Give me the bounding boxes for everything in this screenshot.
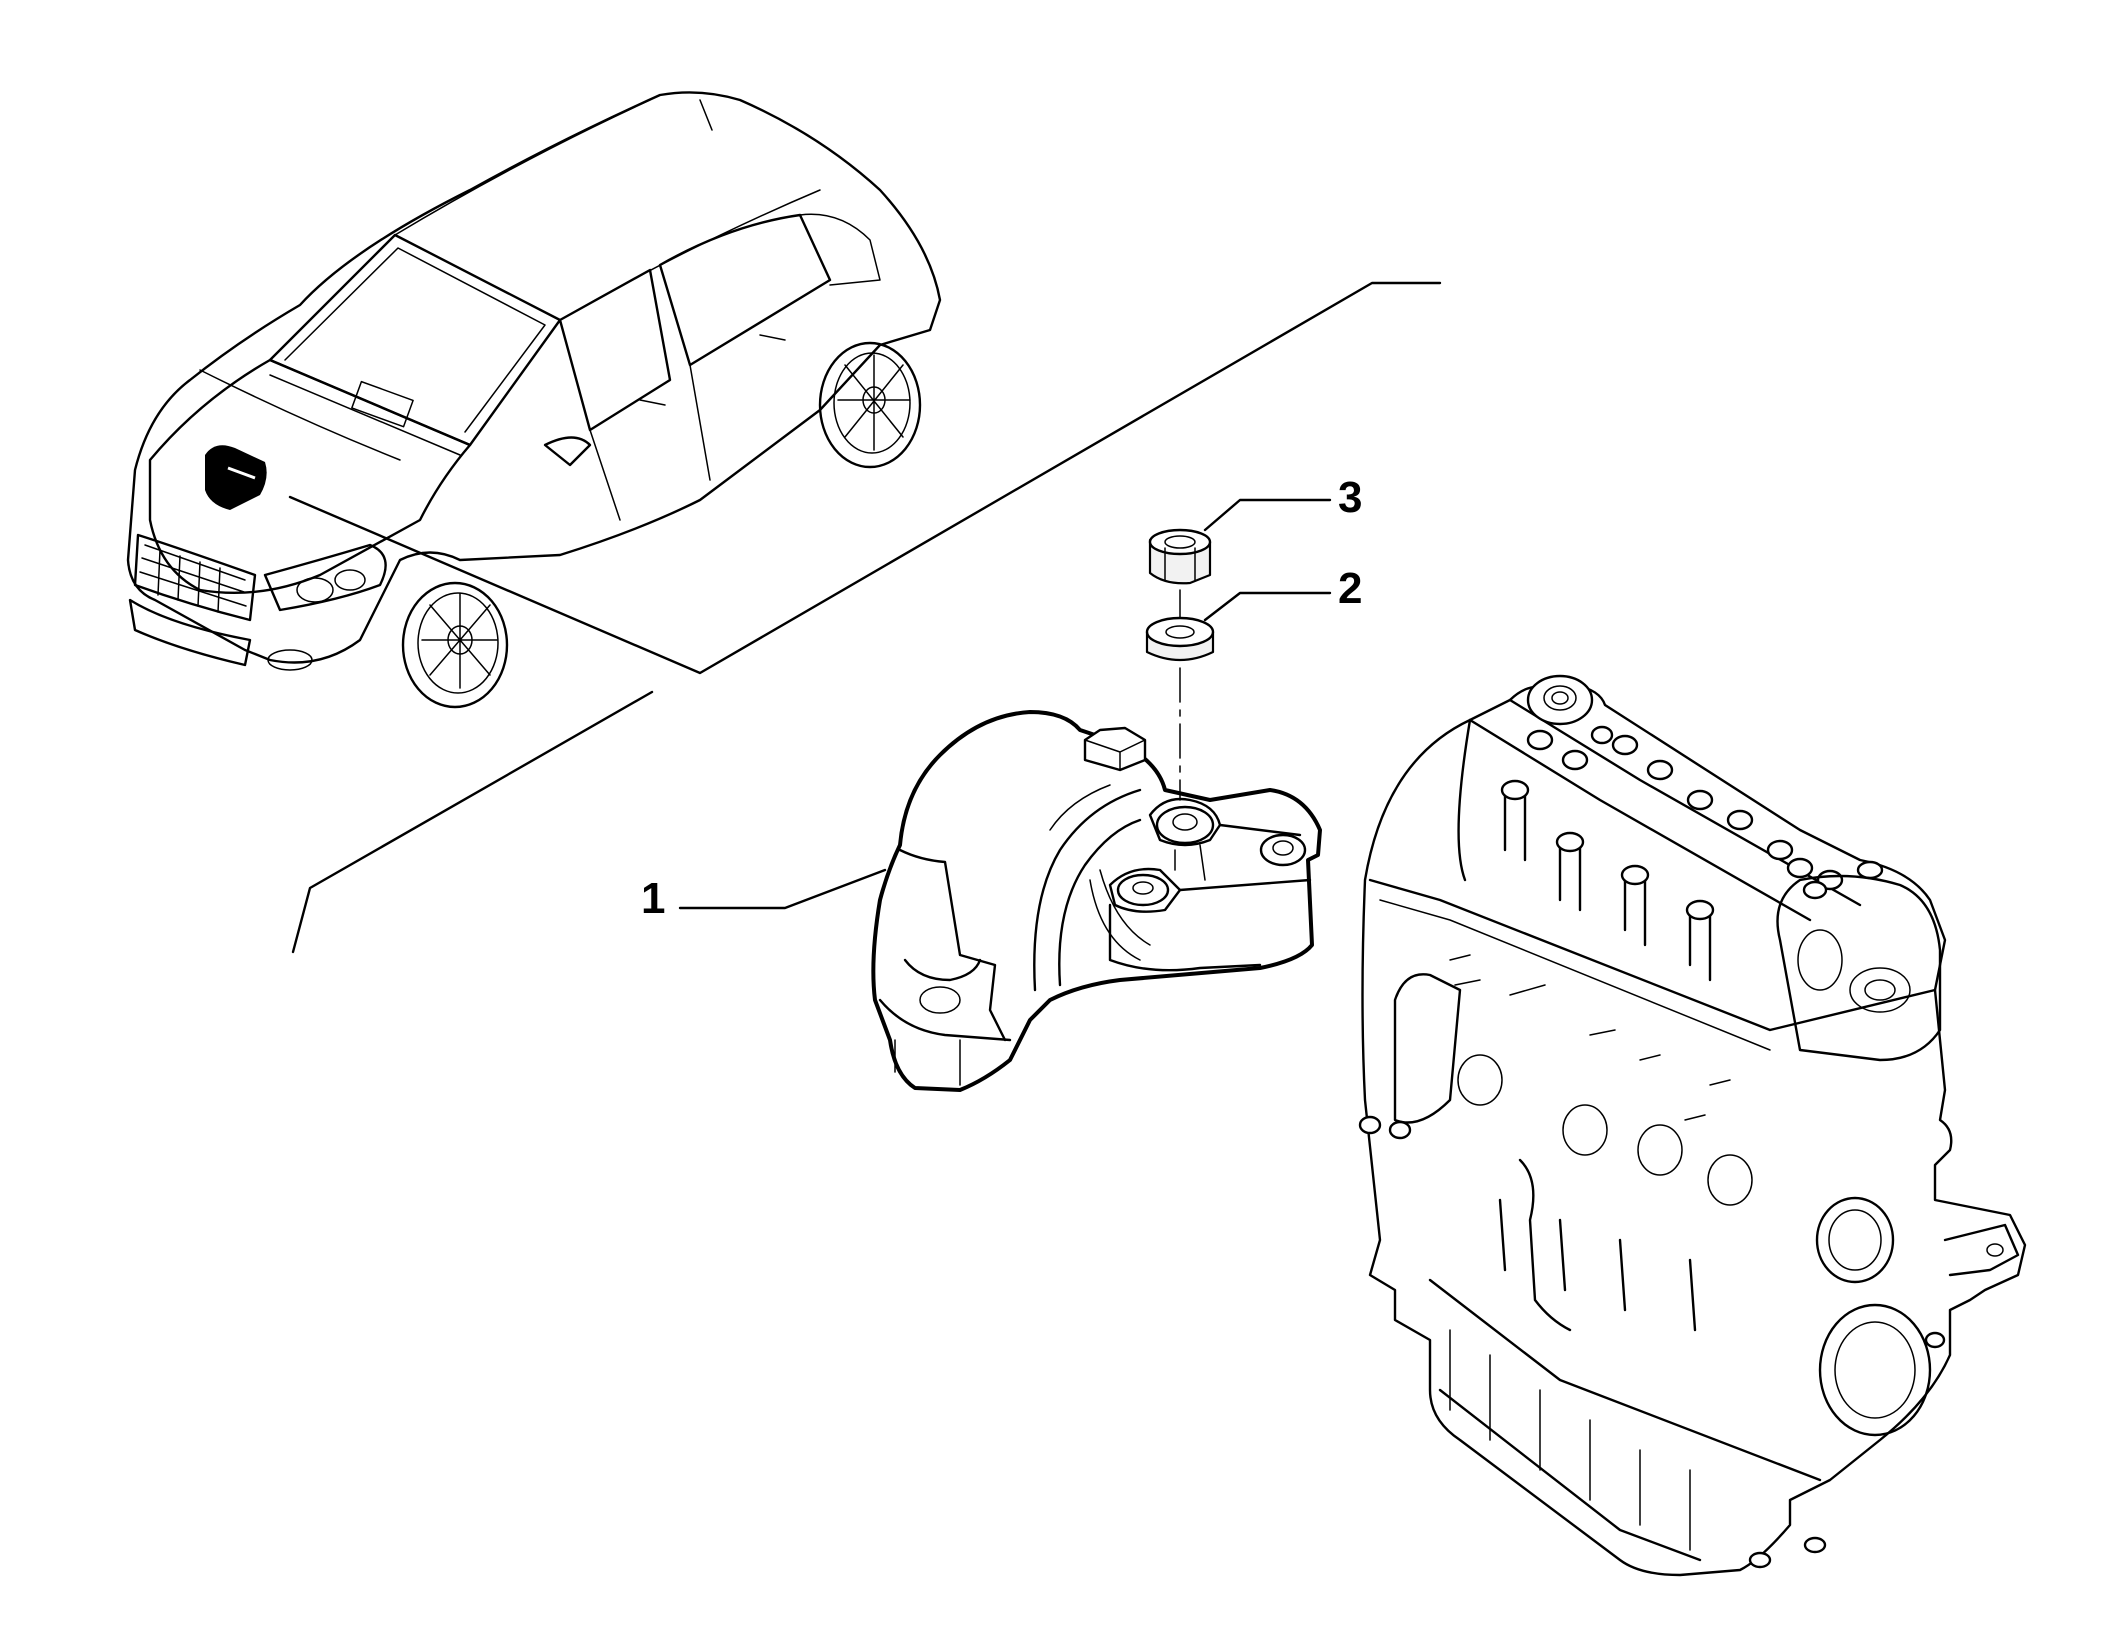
- part-3-nut: [1148, 528, 1212, 585]
- vehicle-locator-illustration: [126, 91, 942, 709]
- part-1-engine-mount: [871, 710, 1322, 1092]
- engine-block: [1358, 674, 2027, 1577]
- callout-label-1: 1: [641, 874, 666, 923]
- locator-callout-lines: [288, 281, 1442, 954]
- leader-line-2: [1203, 591, 1332, 622]
- part-2-washer: [1145, 616, 1215, 662]
- callout-label-2: 2: [1338, 564, 1363, 613]
- callout-label-3: 3: [1338, 473, 1363, 522]
- leader-lines: [678, 498, 1332, 910]
- leader-line-1: [678, 868, 887, 910]
- leader-line-3: [1203, 498, 1332, 532]
